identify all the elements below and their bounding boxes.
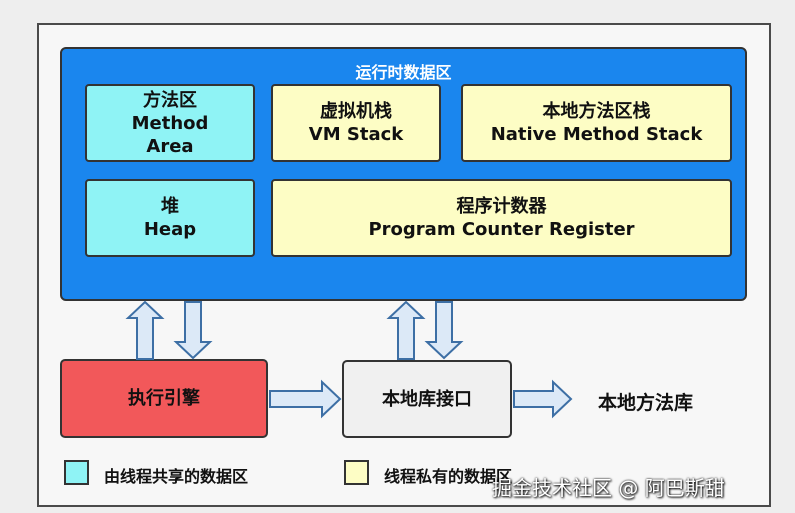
pc-register-box: 程序计数器 Program Counter Register [271, 179, 732, 257]
legend-private-label: 线程私有的数据区 [384, 467, 513, 486]
native-method-stack-box: 本地方法区栈 Native Method Stack [461, 84, 732, 162]
pc-register-en: Program Counter Register [368, 219, 635, 240]
arrow-up-interface-to-runtime [386, 300, 426, 360]
native-method-stack-cn: 本地方法区栈 [542, 101, 651, 122]
method-area-box: 方法区 Method Area [85, 84, 255, 162]
heap-cn: 堆 [161, 196, 179, 217]
arrow-up-engine-to-runtime [125, 300, 165, 360]
legend-private-swatch [344, 460, 369, 485]
method-area-cn: 方法区 [143, 89, 197, 111]
arrow-right-interface-to-library [513, 379, 573, 419]
method-area-en-2: Area [146, 135, 194, 157]
heap-en: Heap [143, 219, 197, 240]
runtime-data-area-title: 运行时数据区 [355, 63, 452, 82]
vm-stack-box: 虚拟机栈 VM Stack [271, 84, 441, 162]
arrow-right-engine-to-interface [269, 379, 342, 419]
arrow-down-runtime-to-engine [173, 301, 213, 360]
native-interface-box: 本地库接口 [342, 360, 512, 438]
heap-box: 堆 Heap [85, 179, 255, 257]
method-area-en-1: Method [131, 112, 209, 134]
native-library-label: 本地方法库 [598, 392, 694, 414]
watermark-text: 掘金技术社区 @ 阿巴斯甜 [492, 476, 725, 500]
legend-shared-swatch [64, 460, 89, 485]
pc-register-cn: 程序计数器 [456, 196, 547, 217]
vm-stack-en: VM Stack [308, 124, 404, 145]
native-interface-label: 本地库接口 [382, 388, 472, 410]
execution-engine-label: 执行引擎 [128, 388, 200, 409]
native-method-stack-en: Native Method Stack [490, 124, 703, 145]
execution-engine-box: 执行引擎 [60, 359, 268, 438]
legend-shared-label: 由线程共享的数据区 [104, 467, 249, 486]
arrow-down-runtime-to-interface [424, 301, 464, 360]
vm-stack-cn: 虚拟机栈 [320, 101, 392, 122]
